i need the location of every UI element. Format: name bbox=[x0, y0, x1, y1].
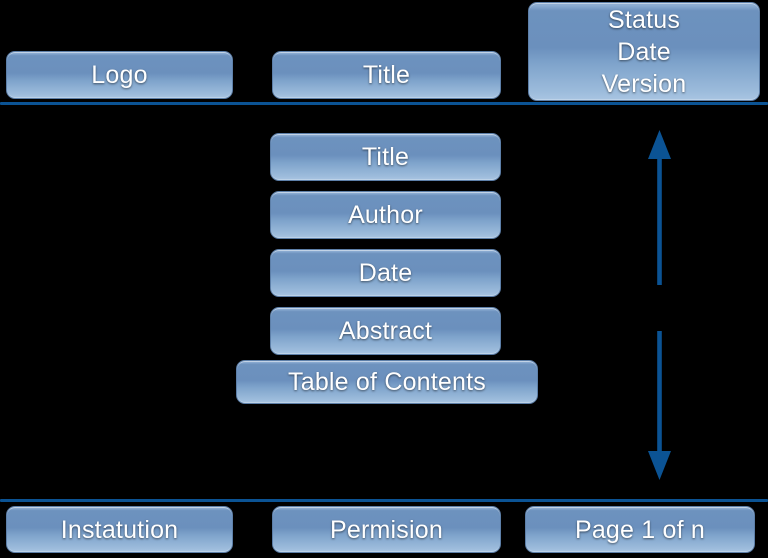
body-item-title[interactable]: Title bbox=[270, 133, 501, 181]
body-item-date[interactable]: Date bbox=[270, 249, 501, 297]
header-title-box[interactable]: Title bbox=[272, 51, 501, 99]
header-divider-rule bbox=[0, 102, 768, 105]
body-item-author-label: Author bbox=[348, 201, 423, 229]
header-status-label: Status Date Version bbox=[529, 4, 759, 100]
footer-institution-label: Instatution bbox=[60, 515, 179, 544]
status-line-version: Version bbox=[601, 69, 687, 98]
header-title-label: Title bbox=[362, 61, 411, 89]
status-line-date: Date bbox=[617, 37, 671, 66]
body-item-title-label: Title bbox=[361, 143, 410, 171]
body-item-table-of-contents[interactable]: Table of Contents bbox=[236, 360, 538, 404]
body-item-author[interactable]: Author bbox=[270, 191, 501, 239]
header-status-box[interactable]: Status Date Version bbox=[528, 2, 760, 101]
header-logo-box[interactable]: Logo bbox=[6, 51, 233, 99]
footer-institution-box[interactable]: Instatution bbox=[6, 506, 233, 553]
footer-permission-label: Permision bbox=[330, 515, 443, 544]
footer-page-label: Page 1 of n bbox=[574, 515, 706, 544]
body-item-date-label: Date bbox=[358, 259, 413, 287]
status-line-status: Status bbox=[607, 5, 681, 34]
header-logo-label: Logo bbox=[91, 61, 148, 89]
footer-divider-rule bbox=[0, 499, 768, 502]
double-arrow-icon bbox=[640, 128, 680, 482]
footer-page-indicator[interactable]: Page 1 of n bbox=[525, 506, 755, 553]
body-item-abstract[interactable]: Abstract bbox=[270, 307, 501, 355]
footer-permission-box[interactable]: Permision bbox=[272, 506, 501, 553]
body-item-abstract-label: Abstract bbox=[338, 317, 433, 345]
body-item-table-of-contents-label: Table of Contents bbox=[288, 368, 486, 396]
